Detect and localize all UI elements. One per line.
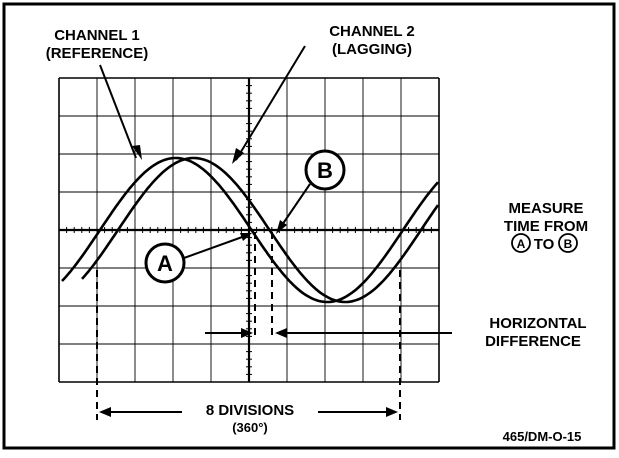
waveforms	[61, 156, 440, 304]
marker-b: B	[304, 149, 346, 191]
measure-note-circle-b	[558, 233, 578, 253]
marker-b-letter: B	[317, 158, 333, 183]
measure-note-from-marker: A	[517, 237, 526, 251]
channel-1-trace	[61, 156, 439, 304]
measure-note-line2: TIME FROM	[504, 218, 588, 235]
measure-note-circle-a	[511, 233, 531, 253]
horizontal-difference-line1: HORIZONTAL	[489, 315, 586, 332]
channel-1-label-line2: (REFERENCE)	[46, 45, 149, 62]
measure-note-to-word: TO	[534, 236, 555, 253]
channel-2-label-line1: CHANNEL 2	[329, 23, 415, 40]
channel-1-label-line1: CHANNEL 1	[54, 27, 140, 44]
figure-id: 465/DM-O-15	[503, 429, 582, 444]
marker-a: A	[144, 242, 186, 284]
divisions-label-line1: 8 DIVISIONS	[206, 402, 294, 419]
figure-frame	[2, 2, 616, 450]
measure-note-to-marker: B	[564, 237, 573, 251]
eight-divisions-arrow	[99, 407, 398, 417]
horizontal-difference-line2: DIFFERENCE	[485, 333, 581, 350]
measurement-dashed-lines	[96, 232, 401, 420]
channel-2-label-line2: (LAGGING)	[332, 41, 412, 58]
marker-b-leader	[276, 183, 311, 234]
measure-note-line1: MEASURE	[508, 200, 583, 217]
horizontal-difference-arrows	[205, 328, 452, 338]
graticule-grid	[58, 77, 440, 383]
marker-a-leader	[183, 233, 252, 259]
marker-a-letter: A	[157, 251, 173, 276]
measure-note-line3: A TO B	[511, 233, 578, 253]
divisions-label-line2: (360°)	[232, 420, 268, 435]
channel-2-trace	[81, 156, 440, 304]
channel-2-leader-arrow	[232, 45, 306, 164]
channel-1-leader-arrow	[99, 64, 142, 160]
